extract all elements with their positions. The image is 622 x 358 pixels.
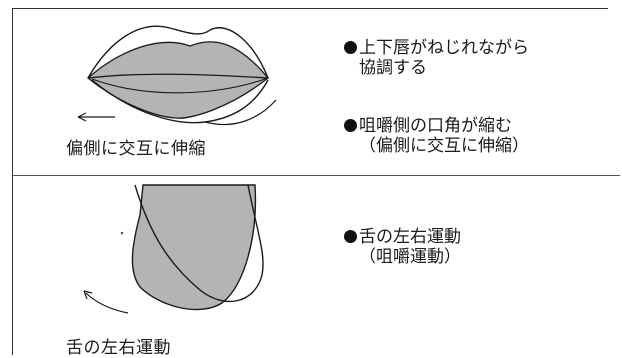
lips-shaded-shape <box>86 41 269 119</box>
upper-lip-outline <box>87 25 269 79</box>
inner-lip-line-2 <box>91 77 269 94</box>
lower-lip-outline <box>91 79 269 124</box>
bullet-icon <box>344 230 357 243</box>
frame-top-border <box>12 8 608 9</box>
tongue-note-line1: 舌の左右運動 <box>359 227 461 247</box>
lips-note-corner: 咀嚼側の口角が縮む （偏側に交互に伸縮） <box>344 116 529 156</box>
bullet-icon <box>344 119 357 132</box>
lips-caption: 偏側に交互に伸縮 <box>66 139 206 159</box>
lips-panel: 偏側に交互に伸縮 上下唇がねじれながら 協調する 咀嚼側の口角が縮む （偏側に交… <box>0 0 622 175</box>
left-arrow-head <box>77 112 87 122</box>
lips-note-twist-line2: 協調する <box>359 58 427 78</box>
inner-lip-line <box>87 73 269 79</box>
lips-note-twist-line1: 上下唇がねじれながら <box>359 38 529 58</box>
tongue-shaded-shape <box>131 184 257 311</box>
tongue-arrow-head <box>83 290 93 300</box>
tongue-arrow-curve <box>85 292 129 314</box>
tongue-outline-shape <box>134 184 264 303</box>
bullet-icon <box>344 41 357 54</box>
lips-illustration <box>77 25 277 126</box>
tongue-caption: 舌の左右運動 <box>66 338 171 358</box>
lower-lip-swoosh <box>204 99 277 126</box>
lips-note-corner-line1: 咀嚼側の口角が縮む <box>359 116 512 136</box>
tongue-dot <box>120 231 124 235</box>
tongue-note-line2: （咀嚼運動） <box>359 247 461 267</box>
tongue-illustration <box>83 184 264 314</box>
panel-divider <box>12 175 620 176</box>
tongue-panel: 舌の左右運動 舌の左右運動 （咀嚼運動） <box>0 175 622 358</box>
frame-left-border <box>12 8 13 355</box>
tongue-note: 舌の左右運動 （咀嚼運動） <box>344 227 461 267</box>
lips-note-corner-line2: （偏側に交互に伸縮） <box>359 136 529 156</box>
lips-note-twist: 上下唇がねじれながら 協調する <box>344 38 529 78</box>
